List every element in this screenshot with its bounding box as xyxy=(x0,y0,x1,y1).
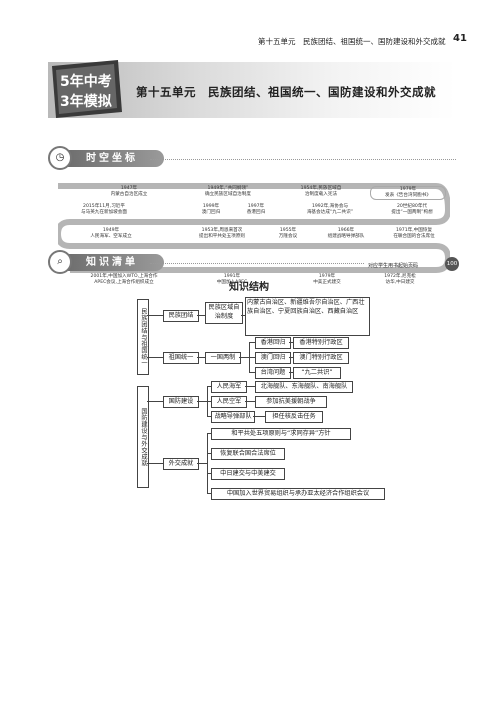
node-tongyi-item: 澳门回归 xyxy=(255,352,291,364)
timeline-event: 1953年,周恩来首次提出和平共处五项原则 xyxy=(199,228,245,239)
node-guofang-item: 战略导弹部队 xyxy=(211,411,255,423)
node-guofang: 国防建设 xyxy=(163,396,199,408)
node-tongyi-result: 澳门特别行政区 xyxy=(293,352,349,364)
node-tongyi-result: “九二共识” xyxy=(293,367,341,379)
node-tongyi-result: 香港特别行政区 xyxy=(293,337,349,349)
node-guofang-item: 人民空军 xyxy=(211,396,247,408)
timeline-event: 1999年澳门回归 xyxy=(201,204,221,215)
node-tongyi-item: 台湾问题 xyxy=(255,367,291,379)
node-guofang-item: 人民海军 xyxy=(211,381,247,393)
timeline-event: 1949年人民海军、空军成立 xyxy=(90,228,132,239)
group-minzu-tongyi: 民族团结与祖国统一 xyxy=(137,299,149,375)
book-logo: 5年中考 3年模拟 xyxy=(52,60,122,118)
group-guofang-waijiao: 国防建设与外交成就 xyxy=(137,386,149,488)
timeline-section-title: 时空坐标 xyxy=(62,150,164,167)
timeline-event: 1949年,“共同纲领”确立民族区域自治制度 xyxy=(205,186,251,197)
page-number: 41 xyxy=(453,33,467,44)
clock-icon: ◷ xyxy=(48,146,72,170)
timeline-event: 1954年,民族区域自治制度载入宪法 xyxy=(300,186,342,197)
timeline-event: 1979年中美正式建交 xyxy=(313,274,341,285)
timeline-event: 1971年,中国恢复在联合国的合法席位 xyxy=(393,228,435,239)
node-guofang-result: 担任核反击任务 xyxy=(265,411,323,423)
node-yiguoliangzhi: 一国两制 xyxy=(205,352,241,364)
timeline-event: 1979年发表《告台湾同胞书》 xyxy=(370,186,446,200)
node-minzu-system: 民族区域自治制度 xyxy=(205,302,243,324)
timeline-event: 1997年香港回归 xyxy=(246,204,266,215)
timeline-event: 2015年11月,习近平与马英九在新加坡会面 xyxy=(81,204,127,215)
start-page-badge: 100 xyxy=(445,257,459,271)
node-waijiao-item: 恢复联合国合法席位 xyxy=(211,448,285,460)
node-waijiao-item: 和平共处五项原则与“求同存异”方针 xyxy=(211,428,351,440)
timeline-event: 1992年,海协会与海基会达成“九二共识” xyxy=(306,204,354,215)
timeline-event: 1966年组建战略导弹部队 xyxy=(327,228,365,239)
node-tongyi-item: 香港回归 xyxy=(255,337,291,349)
knowledge-section-title: 知识清单 xyxy=(62,254,164,271)
timeline-event: 1947年内蒙古自治区成立 xyxy=(110,186,148,197)
unit-title: 第十五单元 民族团结、祖国统一、国防建设和外交成就 xyxy=(136,85,436,99)
running-header: 第十五单元 民族团结、祖国统一、国防建设和外交成就 xyxy=(258,37,446,46)
node-minzu-regions: 内蒙古自治区、新疆维吾尔自治区、广西壮族自治区、宁夏回族自治区、西藏自治区 xyxy=(245,297,370,336)
section-divider xyxy=(150,263,364,264)
node-tongyi: 祖国统一 xyxy=(163,352,199,364)
node-waijiao: 外交成就 xyxy=(163,458,199,470)
logo-line1: 5年中考 xyxy=(60,73,112,90)
node-minzu: 民族团结 xyxy=(163,310,199,322)
start-page-note: 对应学生用书起始页码 xyxy=(368,263,419,269)
section-divider xyxy=(150,159,456,160)
timeline-event: 1955年万隆会议 xyxy=(278,228,298,239)
timeline-event: 20世纪80年代提出“一国两制”构想 xyxy=(391,204,433,215)
logo-line2: 3年模拟 xyxy=(60,93,112,110)
knowledge-structure-title: 知识结构 xyxy=(229,282,269,293)
node-waijiao-item: 中日建交与中美建交 xyxy=(211,468,285,480)
node-waijiao-item: 中国加入世界贸易组织与承办亚太经济合作组织会议 xyxy=(211,488,385,500)
search-icon: ⌕ xyxy=(48,250,72,274)
timeline-event: 1972年,尼克松访华,中日建交 xyxy=(384,274,416,285)
timeline-event: 1991年中国加入APEC xyxy=(216,274,248,285)
node-guofang-result: 参加抗美援朝战争 xyxy=(255,396,327,408)
node-guofang-result: 北海舰队、东海舰队、南海舰队 xyxy=(255,381,353,393)
